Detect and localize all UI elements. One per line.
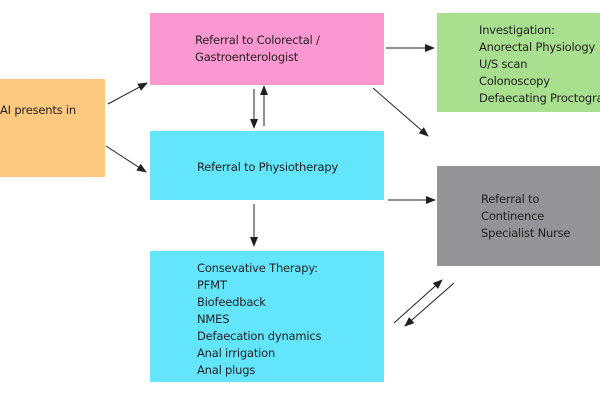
node-nurse-text: Referral to Continence Specialist Nurse [481, 191, 570, 242]
node-investigation [437, 13, 600, 112]
node-conservative-line: Anal irrigation [197, 346, 276, 360]
node-conservative-line: Anal plugs [197, 363, 256, 377]
node-colorectal-line: Referral to Colorectal / [195, 33, 320, 47]
node-investigation-line: Investigation: [479, 23, 555, 37]
node-investigation-line: Colonoscopy [479, 74, 550, 88]
node-conservative-line: NMES [197, 312, 230, 326]
node-start [0, 79, 105, 177]
node-physiotherapy-text: Referral to Physiotherapy [197, 159, 338, 176]
arrow-colorectal-to-nurse [372, 87, 429, 137]
node-colorectal-referral [150, 13, 384, 85]
node-investigation-text: Investigation: Anorectal Physiology U/S … [479, 22, 600, 107]
node-conservative-line: Consevative Therapy: [197, 261, 318, 275]
node-nurse-line: Referral to [481, 192, 540, 206]
node-conservative-therapy [150, 251, 384, 382]
node-conservative-line: Defaecation dynamics [197, 329, 322, 343]
node-physiotherapy-line: Referral to Physiotherapy [197, 160, 339, 174]
node-continence-nurse-referral [437, 166, 600, 266]
node-conservative-text: Consevative Therapy: PFMT Biofeedback NM… [197, 260, 322, 379]
node-start-line: AI presents in [0, 103, 76, 117]
arrow-conservative-to-nurse [393, 279, 443, 324]
node-physiotherapy-referral [150, 131, 384, 200]
node-nurse-line: Specialist Nurse [481, 226, 571, 240]
node-colorectal-line: Gastroenterologist [195, 50, 299, 64]
arrow-start-to-colorectal [107, 82, 148, 105]
node-investigation-line: Anorectal Physiology [479, 40, 596, 54]
arrow-nurse-to-conservative [404, 282, 455, 327]
node-investigation-line: U/S scan [479, 57, 528, 71]
node-start-text: AI presents in [0, 102, 76, 119]
node-investigation-line: Defaecating Proctogram [479, 91, 600, 105]
arrow-start-to-physiotherapy [105, 145, 147, 173]
node-conservative-line: Biofeedback [197, 295, 266, 309]
node-conservative-line: PFMT [197, 278, 227, 292]
node-nurse-line: Continence [481, 209, 545, 223]
node-colorectal-text: Referral to Colorectal / Gastroenterolog… [195, 32, 320, 66]
